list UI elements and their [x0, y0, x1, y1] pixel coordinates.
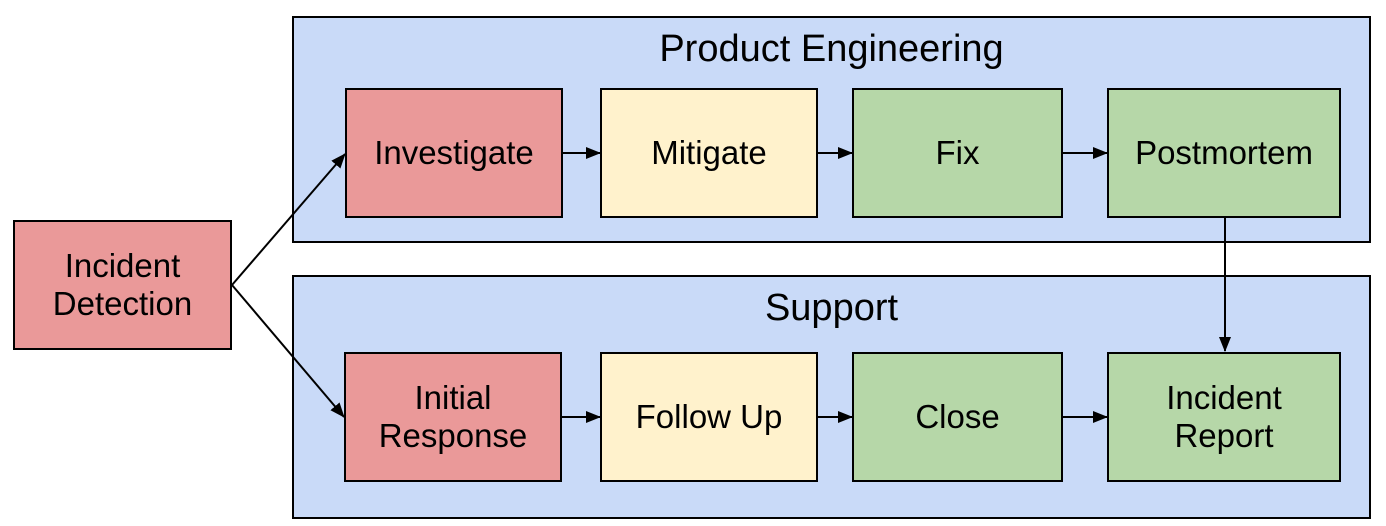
lane-title-support: Support [764, 287, 899, 329]
node-label-close: Close [915, 398, 1000, 435]
node-label-follow-up: Follow Up [635, 398, 783, 435]
node-fix: Fix [852, 88, 1063, 218]
node-label-postmortem: Postmortem [1135, 134, 1313, 171]
node-label-investigate: Investigate [374, 134, 534, 171]
node-incident-report: Incident Report [1107, 352, 1341, 482]
node-label-mitigate: Mitigate [651, 134, 767, 171]
node-label-incident-detection: Incident Detection [52, 247, 193, 322]
node-initial-response: Initial Response [344, 352, 562, 482]
node-label-incident-report: Incident Report [1166, 379, 1282, 454]
lane-title-product-engineering: Product Engineering [659, 28, 1004, 70]
node-incident-detection: Incident Detection [13, 220, 232, 350]
node-label-initial-response: Initial Response [378, 379, 528, 454]
node-mitigate: Mitigate [600, 88, 818, 218]
node-investigate: Investigate [345, 88, 563, 218]
node-follow-up: Follow Up [600, 352, 818, 482]
node-close: Close [852, 352, 1063, 482]
node-postmortem: Postmortem [1107, 88, 1341, 218]
node-label-fix: Fix [935, 134, 980, 171]
